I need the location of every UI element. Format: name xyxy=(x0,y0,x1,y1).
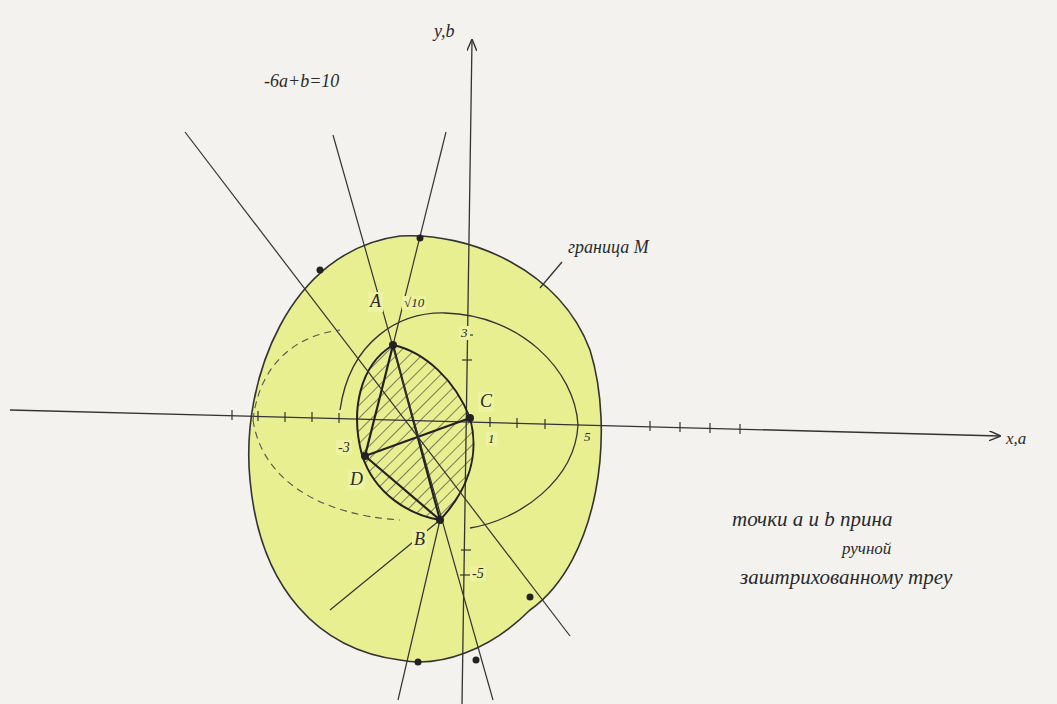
leader-line xyxy=(540,262,562,288)
points xyxy=(317,235,534,666)
tick-number: 3 xyxy=(459,326,470,340)
point-label: C xyxy=(478,392,494,412)
line-equation: -6a+b=10 xyxy=(262,72,341,92)
line-family xyxy=(185,132,570,700)
tick-number: 1 xyxy=(486,432,497,446)
tick-number: 5 xyxy=(582,430,593,444)
radius-label: √10 xyxy=(402,296,426,310)
x-axis xyxy=(10,410,1000,436)
axis-label: x,a xyxy=(1004,430,1028,449)
region-label: граница M xyxy=(566,238,651,258)
point-label: B xyxy=(412,530,427,550)
note-text: ручной xyxy=(840,540,893,559)
region-m xyxy=(249,236,602,662)
note-text: заштрихованному треу xyxy=(738,566,954,589)
axis-label: y,b xyxy=(432,22,457,42)
point-label: D xyxy=(348,470,365,490)
note-text: точки a и b прина xyxy=(730,508,894,531)
tick-number: -5 xyxy=(470,566,486,581)
y-axis xyxy=(462,40,472,704)
circle-arc xyxy=(470,425,578,528)
axis-ticks xyxy=(232,335,740,575)
tick-number: -3 xyxy=(336,440,352,455)
point-label: A xyxy=(368,292,383,312)
